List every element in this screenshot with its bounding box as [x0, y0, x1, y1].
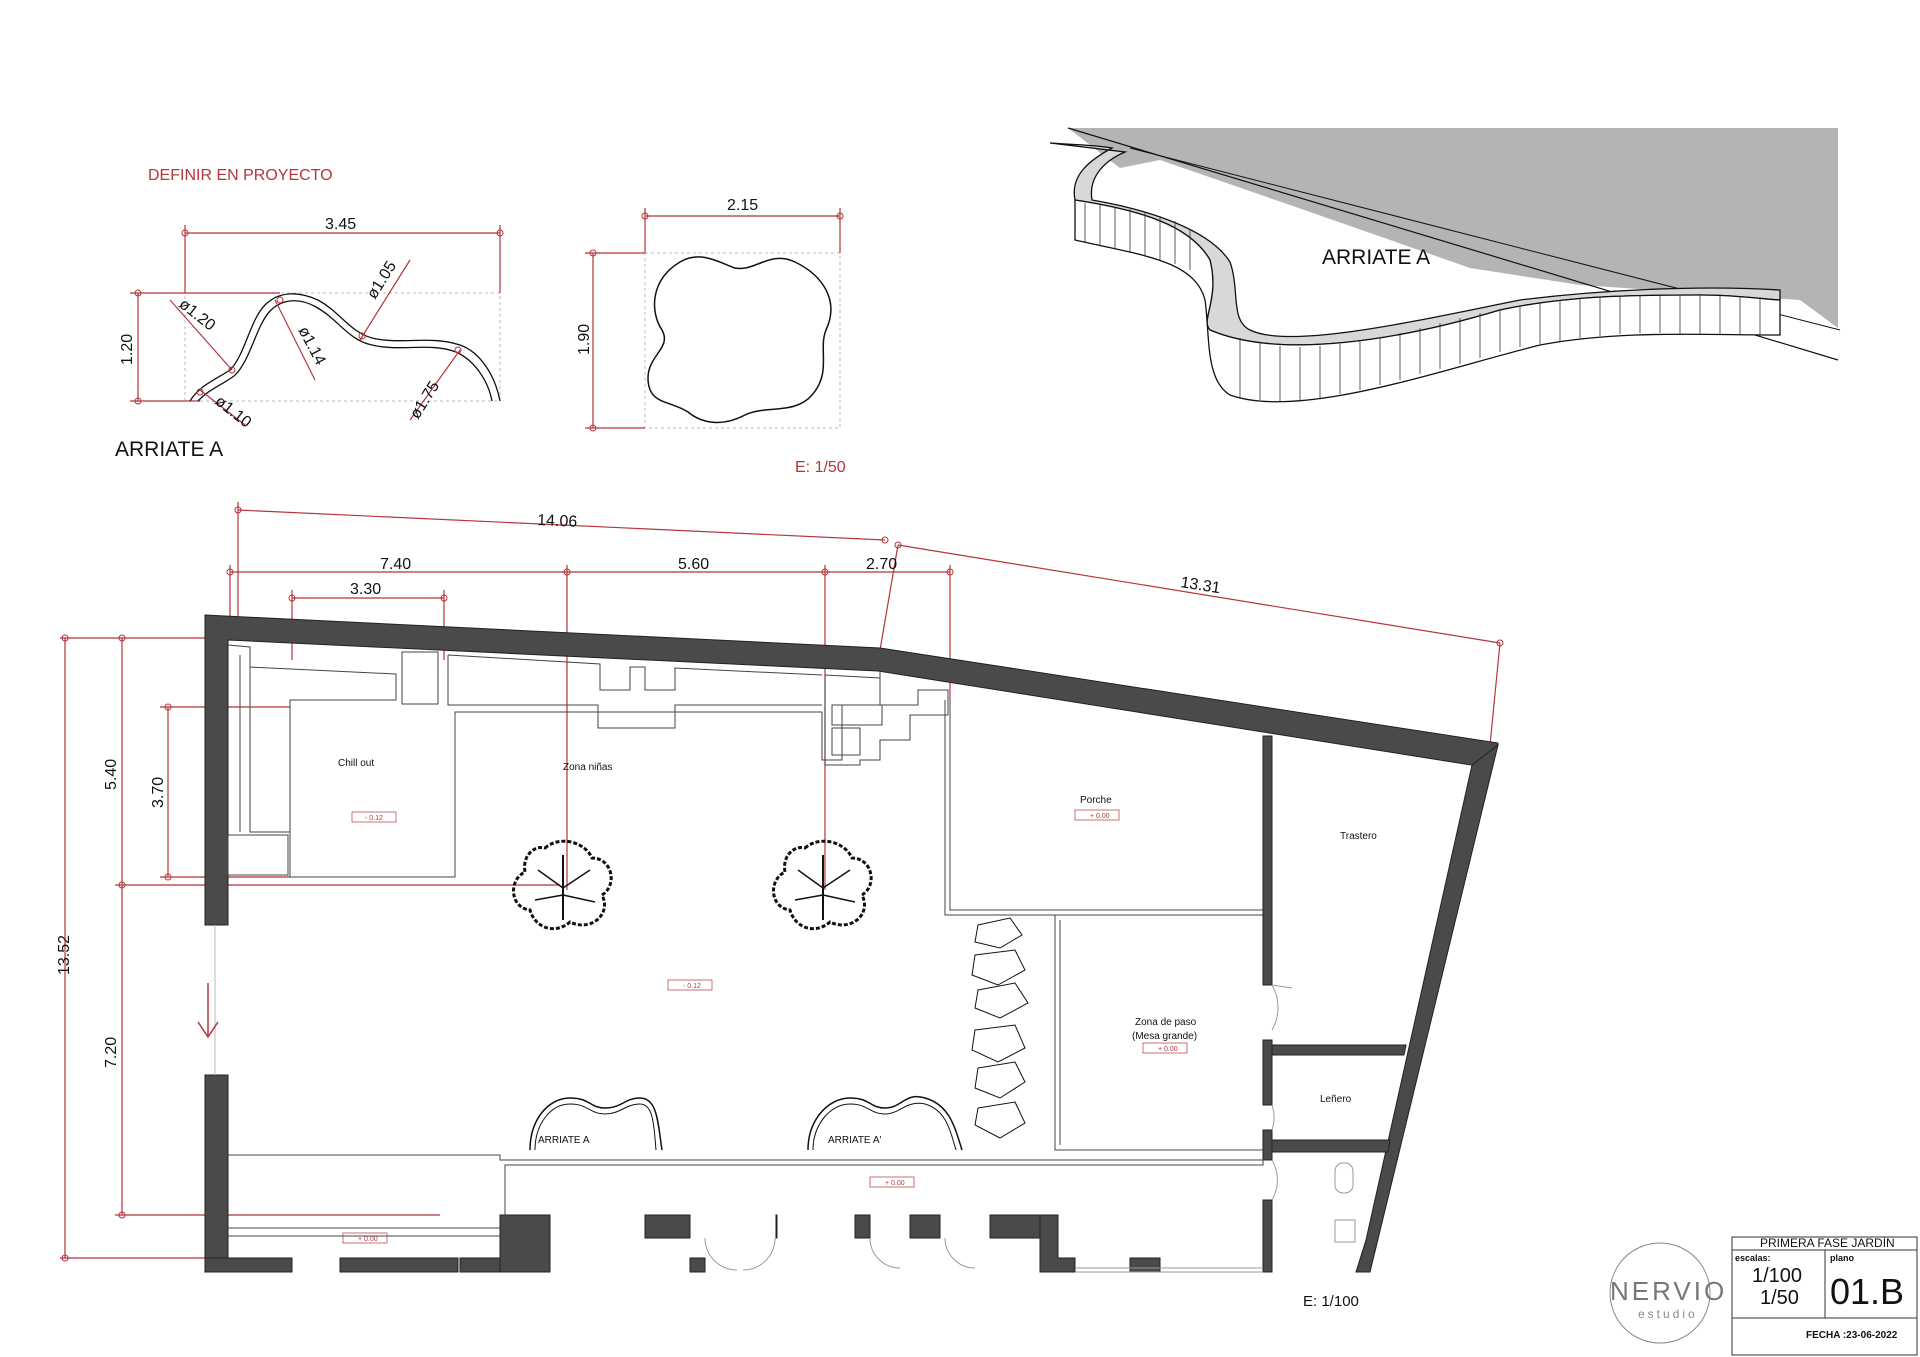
walls [204, 614, 1499, 1273]
room-zona-ninas: Zona niñas [563, 762, 612, 773]
wall-trastero-left [1262, 735, 1273, 986]
wall-lenero-top [1271, 1044, 1407, 1056]
dim-7-40: 7.40 [380, 556, 411, 573]
dim-13-52: 13.52 [56, 935, 73, 975]
label-arriate-a2: ARRIATE A' [828, 1135, 881, 1146]
arriate-outline-outer [189, 293, 501, 402]
dim-3-70: 3.70 [150, 777, 167, 808]
dim-2-70: 2.70 [866, 556, 897, 573]
plan-scale: E: 1/100 [1303, 1293, 1359, 1310]
door-swings [704, 984, 1356, 1273]
room-trastero: Trastero [1340, 831, 1377, 842]
plan-arriate-a [529, 1097, 663, 1151]
scale-1-50: 1/50 [1760, 1287, 1799, 1309]
room-zona-paso: Zona de paso [1135, 1017, 1197, 1028]
plan-dimensions: 14.06 13.31 7.40 5.60 2.70 3.30 [56, 502, 1504, 1262]
wall-wc-left [1262, 1199, 1273, 1273]
titleblock-title: PRIMERA FASE JARDÍN [1760, 1235, 1895, 1250]
level-bottom: + 0.00 [358, 1236, 378, 1243]
dia-1-10: ø1.10 [212, 393, 255, 432]
plano-label: plano [1830, 1253, 1855, 1263]
level-porche: + 0.00 [1090, 813, 1110, 820]
wall-wc-top [1271, 1139, 1391, 1153]
wall-top [204, 614, 1499, 926]
planter-width: 2.15 [727, 197, 758, 214]
dia-1-20: ø1.20 [176, 296, 219, 335]
arriate-detail-label: ARRIATE A [115, 438, 223, 461]
logo-name: NERVIO [1610, 1276, 1727, 1306]
wall-left-lower [204, 1074, 229, 1273]
curb-hatch [1084, 203, 1761, 401]
plano-number: 01.B [1830, 1271, 1904, 1312]
fecha: FECHA :23-06-2022 [1806, 1330, 1898, 1341]
dim-14-06: 14.06 [537, 512, 578, 531]
tree-left [512, 839, 613, 931]
plan-arriate-a2 [807, 1095, 963, 1151]
wall-stub [1262, 1129, 1273, 1161]
escalas-label: escalas: [1735, 1253, 1771, 1263]
level-paso: + 0.00 [1158, 1046, 1178, 1053]
curb-side [1074, 199, 1781, 403]
dia-1-05: ø1.05 [364, 258, 400, 302]
planter-height: 1.90 [576, 324, 593, 355]
perspective-view: ARRIATE A [1049, 127, 1841, 403]
wall-right [1355, 743, 1499, 1273]
dim-7-20: 7.20 [103, 1037, 120, 1068]
level-garden: - 0.12 [683, 983, 701, 990]
level-tags: - 0.12 - 0.12 + 0.00 + 0.00 + 0.00 + 0.0… [342, 809, 1188, 1244]
height-dim: 1.20 [119, 334, 136, 365]
logo-sub: estudio [1638, 1307, 1698, 1321]
room-mesa-grande: (Mesa grande) [1132, 1031, 1197, 1042]
dim-5-60: 5.60 [678, 556, 709, 573]
perspective-label: ARRIATE A [1322, 246, 1430, 269]
dia-1-75: ø1.75 [407, 378, 443, 422]
room-porche: Porche [1080, 795, 1112, 806]
tree-right [772, 839, 873, 931]
floor-plan: 14.06 13.31 7.40 5.60 2.70 3.30 [56, 502, 1504, 1310]
define-note: DEFINIR EN PROYECTO [148, 167, 333, 184]
level-chill: - 0.12 [365, 815, 383, 822]
stepping-stones [971, 917, 1029, 1139]
arriate-detail: DEFINIR EN PROYECTO 3.45 1.20 ø1.20 ø1.0… [115, 167, 504, 461]
detail-bbox [184, 292, 501, 402]
planter-bbox [644, 252, 841, 429]
planter-detail: 2.15 1.90 E: 1/50 [576, 197, 846, 476]
room-chill-out: Chill out [338, 758, 374, 769]
perspective-slab [1068, 128, 1838, 328]
dim-3-30: 3.30 [350, 581, 381, 598]
title-block: PRIMERA FASE JARDÍN escalas: 1/100 1/50 … [1731, 1235, 1918, 1356]
room-lenero: Leñero [1320, 1094, 1352, 1105]
dim-5-40: 5.40 [103, 759, 120, 790]
dia-1-14: ø1.14 [294, 324, 328, 368]
planter-shape [647, 256, 832, 424]
level-strip: + 0.00 [885, 1180, 905, 1187]
dim-13-31: 13.31 [1179, 574, 1221, 597]
interior-lines [227, 644, 1264, 1237]
width-dim: 3.45 [325, 216, 356, 233]
scale-1-100: 1/100 [1752, 1265, 1802, 1287]
entrance-arrow [197, 925, 219, 1075]
wall-trastero-left-2 [1262, 1039, 1273, 1106]
label-arriate-a: ARRIATE A [538, 1135, 590, 1146]
nervio-logo: NERVIO estudio [1609, 1242, 1727, 1344]
planter-scale: E: 1/50 [795, 459, 846, 476]
